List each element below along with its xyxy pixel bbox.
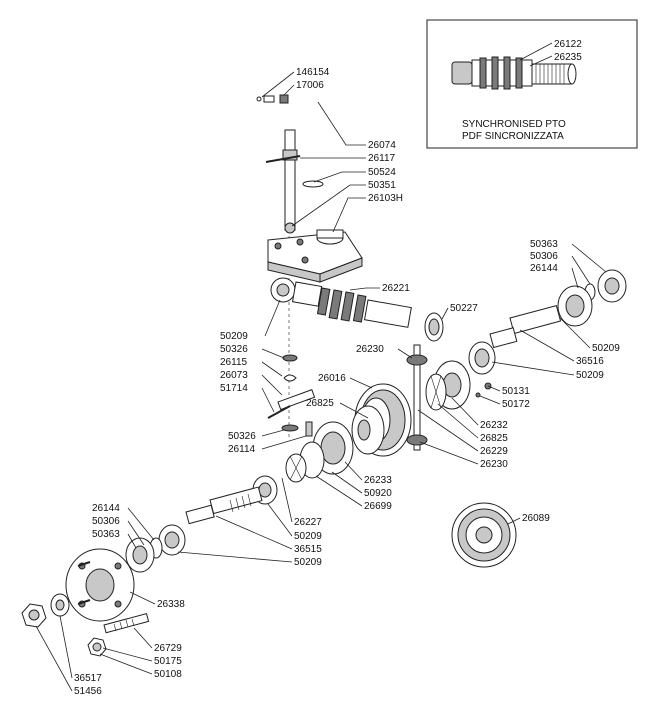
part-label: 26825 <box>306 398 334 409</box>
upper-shaft-drawing <box>270 277 444 342</box>
part-label: 50524 <box>368 167 396 178</box>
inset-caption-it: PDF SINCRONIZZATA <box>462 131 564 142</box>
ring-gear-drawing <box>351 383 412 457</box>
part-label: 26229 <box>480 446 508 457</box>
part-label: 50227 <box>450 303 478 314</box>
part-label: 36515 <box>294 544 322 555</box>
part-label: 26144 <box>530 263 558 274</box>
part-label: 50209 <box>220 331 248 342</box>
shift-lever-drawing <box>256 94 324 234</box>
flange-drawing <box>65 548 135 622</box>
part-label: 26233 <box>364 475 392 486</box>
part-label: 26232 <box>480 420 508 431</box>
right-shaft-drawing <box>489 269 627 349</box>
part-label: 26230 <box>480 459 508 470</box>
part-label: 50351 <box>368 180 396 191</box>
part-label: 26221 <box>382 283 410 294</box>
lower-shaft-drawing <box>125 475 278 573</box>
part-label: 50175 <box>154 656 182 667</box>
part-label: 26074 <box>368 140 396 151</box>
part-label: 50306 <box>530 251 558 262</box>
leader-lines <box>35 71 607 692</box>
gear-26089-drawing <box>451 502 517 568</box>
part-label: 50920 <box>364 488 392 499</box>
part-label: 26117 <box>368 153 396 164</box>
part-label: 26729 <box>154 643 182 654</box>
part-label: 26073 <box>220 370 248 381</box>
part-label: 50326 <box>228 431 256 442</box>
part-label: 50209 <box>294 557 322 568</box>
part-label: 26144 <box>92 503 120 514</box>
part-label: 36517 <box>74 673 102 684</box>
part-label: 50172 <box>502 399 530 410</box>
part-label: 26089 <box>522 513 550 524</box>
fork-lever-drawing <box>267 354 316 437</box>
part-label: 26230 <box>356 344 384 355</box>
part-labels: 146154 17006 26074 26117 50524 50351 261… <box>74 67 620 697</box>
part-label: 26338 <box>157 599 185 610</box>
part-label: 50363 <box>92 529 120 540</box>
part-label: 50306 <box>92 516 120 527</box>
synchro-hub-drawing <box>285 421 354 483</box>
housing-cover-drawing <box>267 229 363 283</box>
inset-caption-en: SYNCHRONISED PTO <box>462 119 566 130</box>
part-label: 26115 <box>220 357 248 368</box>
part-label: 50209 <box>576 370 604 381</box>
part-label: 26235 <box>554 52 582 63</box>
differential-drawing <box>406 341 496 451</box>
part-label: 36516 <box>576 356 604 367</box>
parts-drawing <box>21 94 627 657</box>
part-label: 50108 <box>154 669 182 680</box>
part-label: 26016 <box>318 373 346 384</box>
part-label: 51456 <box>74 686 102 697</box>
part-label: 50131 <box>502 386 530 397</box>
part-label: 146154 <box>296 67 330 78</box>
part-label: 50209 <box>592 343 620 354</box>
part-label: 50326 <box>220 344 248 355</box>
part-label: 26825 <box>480 433 508 444</box>
part-label: 26227 <box>294 517 322 528</box>
part-label: 50363 <box>530 239 558 250</box>
part-label: 26103H <box>368 193 403 204</box>
synchronised-pto-inset: 26122 26235 SYNCHRONISED PTO PDF SINCRON… <box>426 19 638 149</box>
part-label: 50209 <box>294 531 322 542</box>
part-label: 26699 <box>364 501 392 512</box>
part-label: 17006 <box>296 80 324 91</box>
part-label: 26114 <box>228 444 256 455</box>
part-label: 26122 <box>554 39 582 50</box>
inset-shaft-drawing <box>451 56 577 90</box>
part-label: 51714 <box>220 383 248 394</box>
